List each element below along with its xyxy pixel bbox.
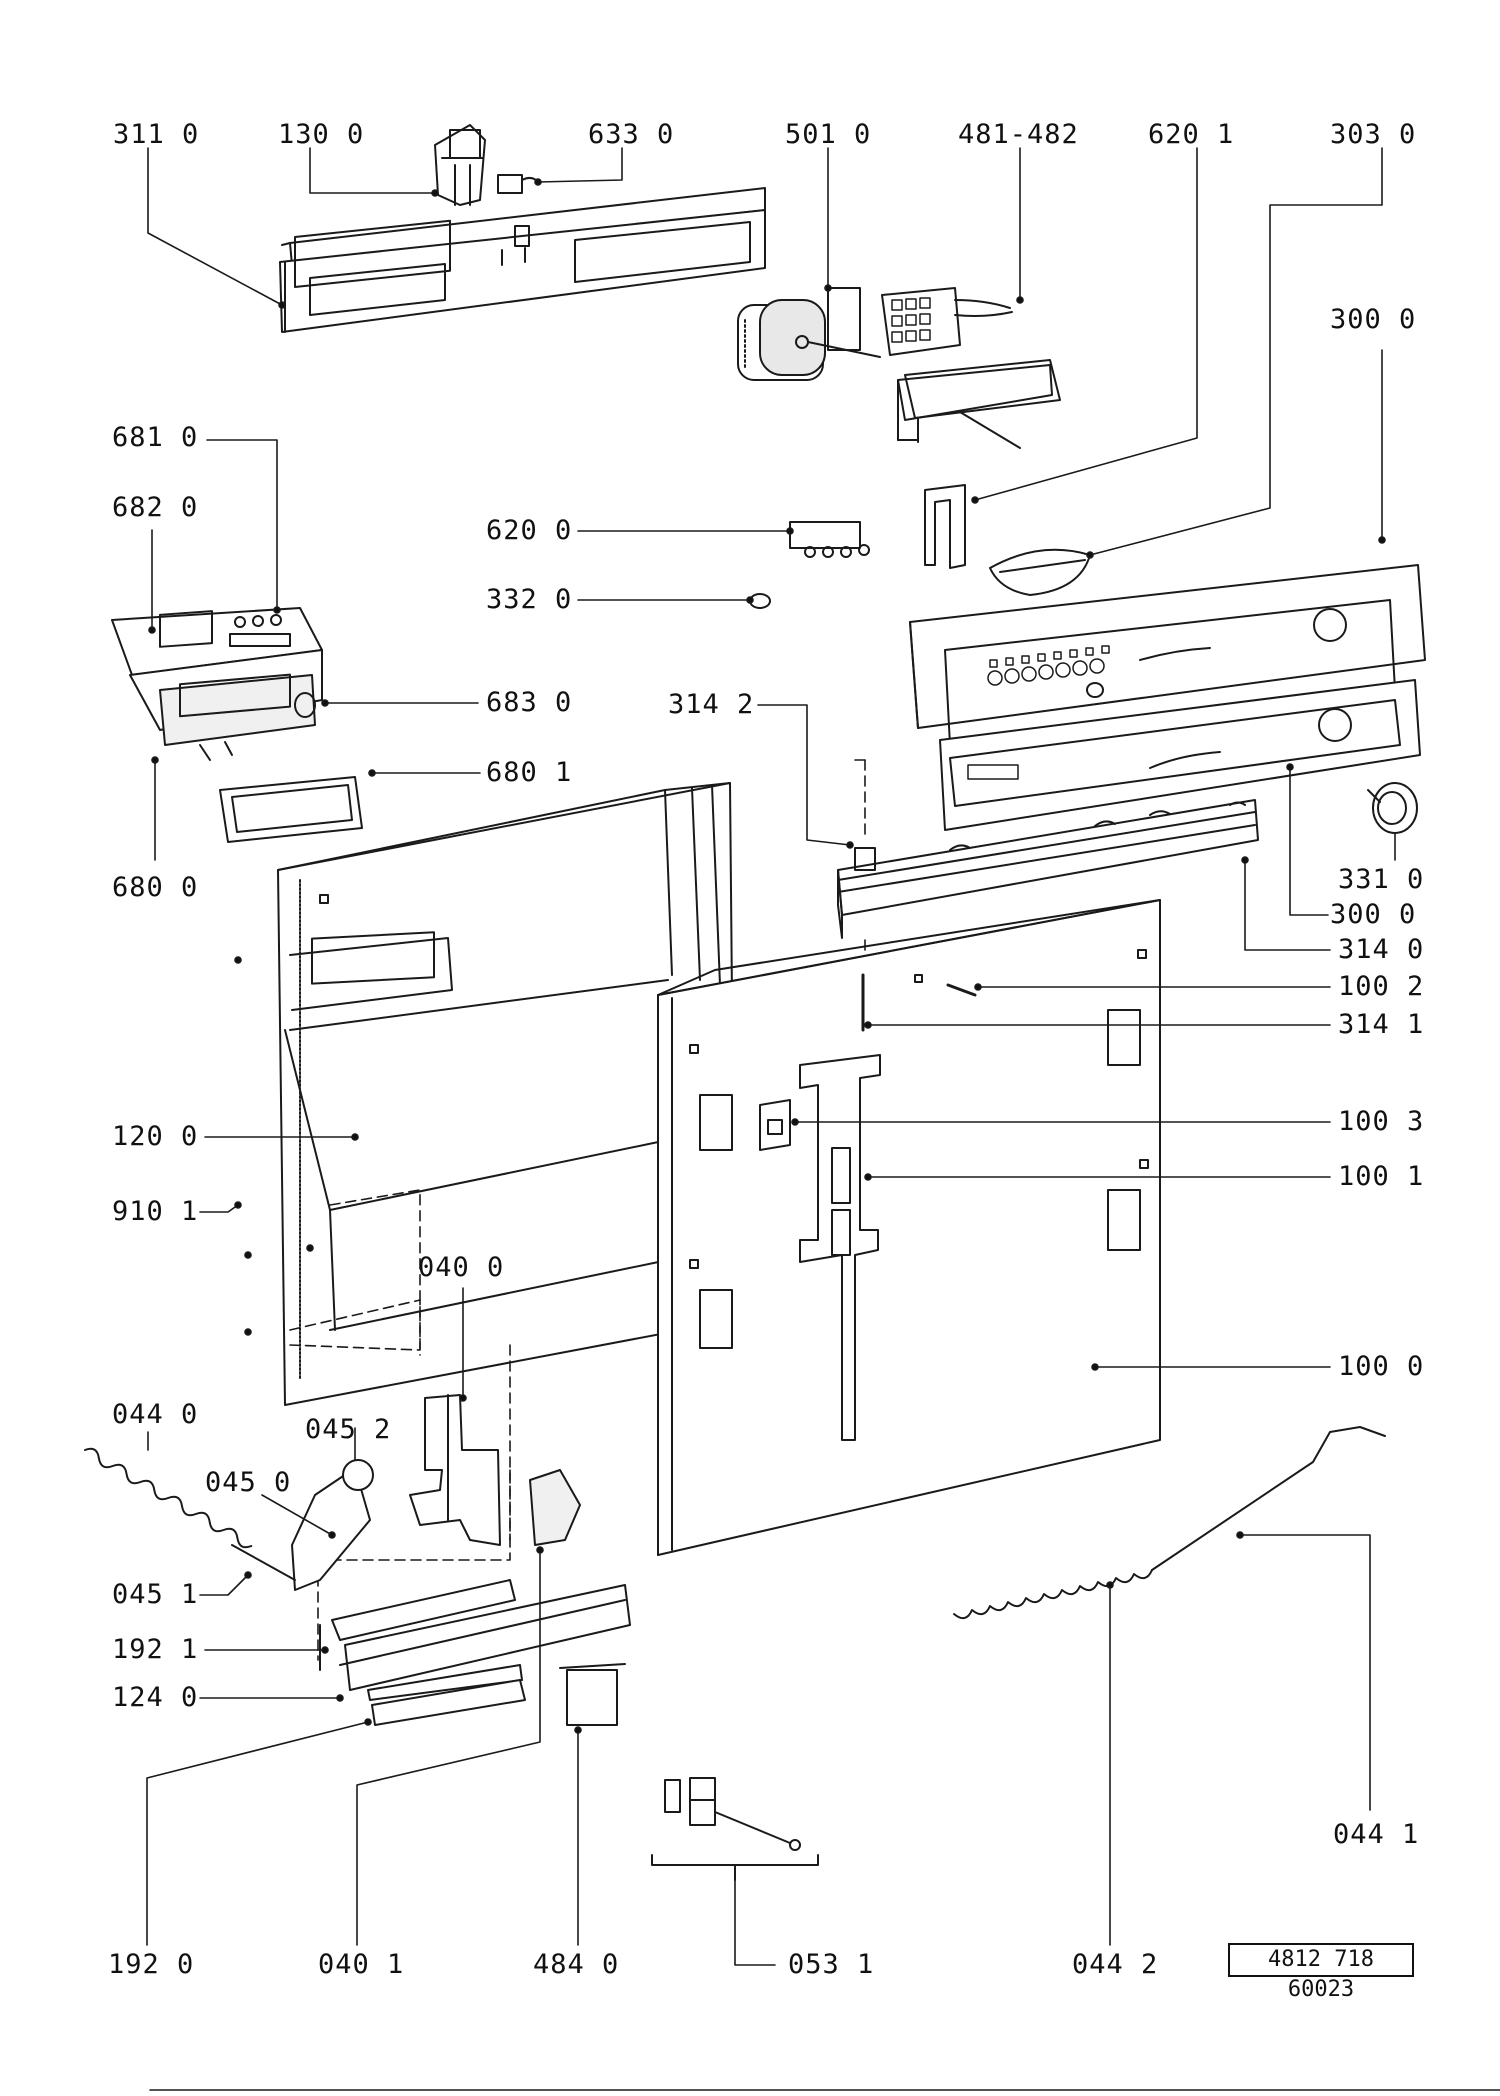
callout-100-1: 100 1 [1338,1161,1425,1192]
connector-481-482 [882,288,1012,355]
callout-681-0: 681 0 [112,422,199,453]
callout-680-0: 680 0 [112,872,199,903]
callout-124-0: 124 0 [112,1682,199,1713]
hinge-assembly [232,1395,580,1590]
callout-192-1: 192 1 [112,1634,199,1665]
dispenser-gasket-680-1 [220,777,362,842]
callout-331-0: 331 0 [1338,864,1425,895]
callout-481-482: 481-482 [958,119,1079,150]
callout-910-1: 910 1 [112,1196,199,1227]
callout-311-0: 311 0 [113,119,200,150]
callout-045-2: 045 2 [305,1414,392,1445]
detergent-dispenser [112,608,322,760]
leader-lines [147,148,1395,1965]
outer-door-panel-100 [658,900,1160,1555]
hinge-bar-100-1 [800,1055,880,1440]
knob-331 [1368,783,1417,833]
callout-314-0: 314 0 [1338,934,1425,965]
callout-633-0: 633 0 [588,119,675,150]
switch-130 [435,125,485,205]
selector-switch-620 [790,522,869,557]
pin-100-2 [948,985,975,995]
callout-501-0: 501 0 [785,119,872,150]
control-panel-rail [280,188,765,332]
callout-314-2: 314 2 [668,689,755,720]
callout-314-1: 314 1 [1338,1009,1425,1040]
callout-683-0: 683 0 [486,687,573,718]
callout-040-1: 040 1 [318,1949,405,1980]
callout-100-2: 100 2 [1338,971,1425,1002]
control-panel-lower-300 [940,680,1420,830]
callout-044-2: 044 2 [1072,1949,1159,1980]
assembly-lines [290,760,865,1660]
spring-044-0 [83,1446,254,1551]
trim-rail-314 [838,800,1258,938]
callout-484-0: 484 0 [533,1949,620,1980]
callout-303-0: 303 0 [1330,119,1417,150]
timer-motor-501 [738,288,880,380]
part-633 [498,175,538,193]
callout-100-0: 100 0 [1338,1351,1425,1382]
clip-100-3 [760,1100,790,1150]
callout-680-1: 680 1 [486,757,573,788]
inner-door-panel-120 [278,783,735,1405]
timer-housing [898,360,1060,448]
callout-040-0: 040 0 [418,1252,505,1283]
indicator-lens-303 [990,550,1090,595]
spring-rod-044 [954,1427,1385,1618]
callout-620-0: 620 0 [486,515,573,546]
callout-045-1: 045 1 [112,1579,199,1610]
bottom-rail-192 [320,1580,630,1725]
callout-682-0: 682 0 [112,492,199,523]
bracket-484 [560,1664,625,1725]
latch-kit-053-1 [652,1778,818,1880]
callout-045-0: 045 0 [205,1467,292,1498]
callout-332-0: 332 0 [486,584,573,615]
document-reference-number: 4812 718 60023 [1228,1943,1414,2002]
callout-100-3: 100 3 [1338,1106,1425,1137]
callout-300-0-lower: 300 0 [1330,899,1417,930]
callout-620-1: 620 1 [1148,119,1235,150]
callout-053-1: 053 1 [788,1949,875,1980]
callout-044-0: 044 0 [112,1399,199,1430]
callout-044-1: 044 1 [1333,1819,1420,1850]
callout-120-0: 120 0 [112,1121,199,1152]
bracket-620-1 [925,485,965,568]
callout-130-0: 130 0 [278,119,365,150]
callout-300-0-top: 300 0 [1330,304,1417,335]
callout-192-0: 192 0 [108,1949,195,1980]
